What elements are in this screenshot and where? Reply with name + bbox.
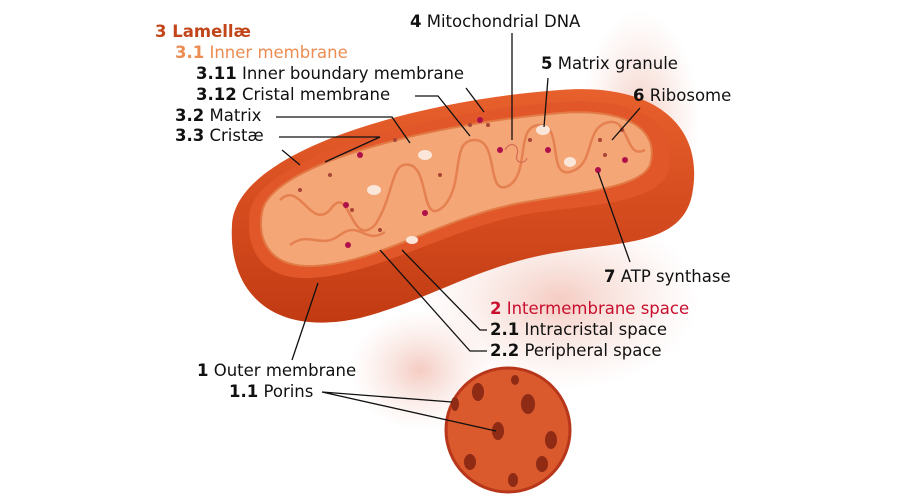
label-text: Porins [263,382,314,401]
label-number: 3.12 [196,85,237,104]
label-intermembrane-space: 2 Intermembrane space [490,299,689,319]
label-cristae: 3.3 Cristæ [175,126,264,146]
label-intracristal-space: 2.1 Intracristal space [490,320,667,340]
label-number: 3 [155,22,167,41]
mitochondrial-dna-shape [504,143,528,163]
label-number: 2 [490,299,502,318]
label-atp-synthase: 7 ATP synthase [604,267,731,287]
leader-lines [276,33,641,432]
label-number: 2.2 [490,341,520,360]
label-text: Outer membrane [213,361,357,380]
porins-inset [444,366,572,494]
label-text: Ribosome [649,86,732,105]
label-porins: 1.1 Porins [229,382,313,402]
label-text: Mitochondrial DNA [426,12,581,31]
label-number: 1.1 [229,382,259,401]
label-text: Intracristal space [524,320,668,339]
label-outer-membrane: 1 Outer membrane [197,361,356,381]
cristae [279,120,646,247]
label-number: 4 [410,12,422,31]
label-mitochondrial-dna: 4 Mitochondrial DNA [410,12,580,32]
label-peripheral-space: 2.2 Peripheral space [490,341,662,361]
label-lamellae: 3 Lamellæ [155,22,251,42]
label-number: 5 [541,54,553,73]
label-text: Peripheral space [524,341,662,360]
label-text: Cristal membrane [241,85,391,104]
label-text: Inner boundary membrane [241,64,465,83]
label-text: Cristæ [209,126,264,145]
label-inner-boundary-membrane: 3.11 Inner boundary membrane [196,64,464,84]
label-number: 6 [633,86,645,105]
label-inner-membrane: 3.1 Inner membrane [175,43,348,63]
label-number: 1 [197,361,209,380]
label-text: Intermembrane space [506,299,690,318]
label-ribosome: 6 Ribosome [633,86,731,106]
label-text: Lamellæ [172,22,251,41]
label-text: Inner membrane [209,43,348,62]
atp-synthases [343,117,628,248]
label-number: 7 [604,267,616,286]
label-matrix-granule: 5 Matrix granule [541,54,678,74]
label-number: 3.11 [196,64,237,83]
label-number: 3.1 [175,43,205,62]
label-number: 3.2 [175,106,205,125]
label-text: Matrix [209,106,262,125]
label-number: 2.1 [490,320,520,339]
label-matrix: 3.2 Matrix [175,106,261,126]
label-number: 3.3 [175,126,205,145]
label-cristal-membrane: 3.12 Cristal membrane [196,85,390,105]
label-text: ATP synthase [620,267,731,286]
label-text: Matrix granule [557,54,678,73]
matrix-granules [367,125,576,244]
